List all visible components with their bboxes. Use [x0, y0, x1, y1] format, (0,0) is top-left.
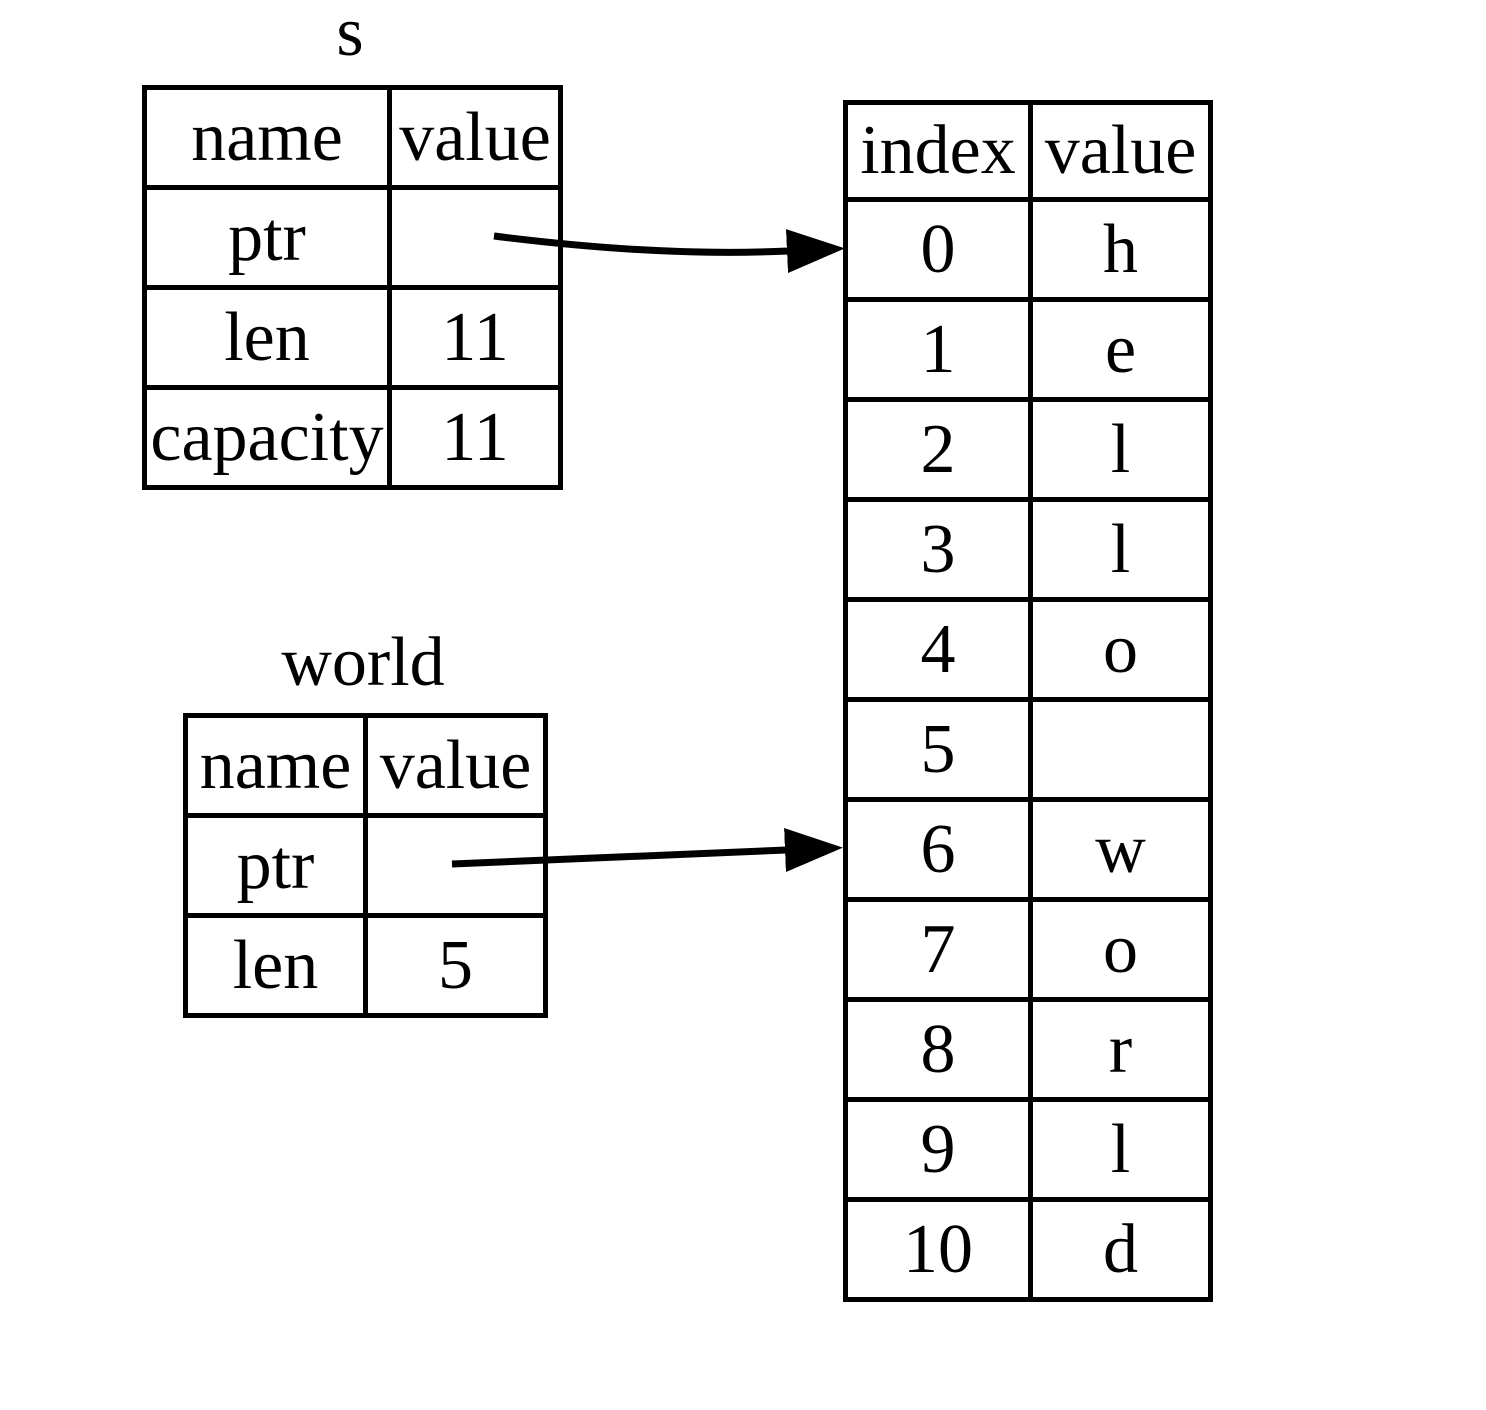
world-table-title: world	[281, 624, 445, 701]
s-header-name: name	[142, 85, 392, 190]
memory-value: e	[1028, 297, 1213, 402]
table-row: 7 o	[843, 897, 1213, 1002]
table-row: ptr	[183, 813, 548, 918]
s-header-value: value	[387, 85, 563, 190]
table-row: 8 r	[843, 997, 1213, 1102]
memory-value: o	[1028, 897, 1213, 1002]
table-row: ptr	[142, 185, 563, 290]
s-table-title: s	[336, 0, 364, 71]
table-row: capacity 11	[142, 385, 563, 490]
memory-value: w	[1028, 797, 1213, 902]
memory-value: o	[1028, 597, 1213, 702]
table-row: 6 w	[843, 797, 1213, 902]
memory-value	[1028, 697, 1213, 802]
world-ptr-value	[363, 813, 548, 918]
world-header-name: name	[183, 713, 368, 818]
table-row: 0 h	[843, 197, 1213, 302]
memory-table: index value 0 h 1 e 2 l 3 l 4 o 5 6 w	[843, 100, 1213, 1302]
table-row: 10 d	[843, 1197, 1213, 1302]
memory-index: 10	[843, 1197, 1033, 1302]
memory-index: 9	[843, 1097, 1033, 1202]
table-row: 9 l	[843, 1097, 1213, 1202]
memory-header-value: value	[1028, 100, 1213, 202]
s-table: name value ptr len 11 capacity 11	[142, 85, 563, 490]
s-ptr-name: ptr	[142, 185, 392, 290]
memory-index: 8	[843, 997, 1033, 1102]
world-len-name: len	[183, 913, 368, 1018]
world-table: name value ptr len 5	[183, 713, 548, 1018]
world-ptr-name: ptr	[183, 813, 368, 918]
memory-index: 4	[843, 597, 1033, 702]
memory-index: 2	[843, 397, 1033, 502]
world-table-header-row: name value	[183, 713, 548, 818]
memory-value: h	[1028, 197, 1213, 302]
table-row: len 11	[142, 285, 563, 390]
s-capacity-name: capacity	[142, 385, 392, 490]
table-row: len 5	[183, 913, 548, 1018]
memory-index: 0	[843, 197, 1033, 302]
memory-value: l	[1028, 497, 1213, 602]
s-len-value: 11	[387, 285, 563, 390]
s-len-name: len	[142, 285, 392, 390]
table-row: 5	[843, 697, 1213, 802]
memory-value: d	[1028, 1197, 1213, 1302]
memory-table-header-row: index value	[843, 100, 1213, 202]
memory-value: l	[1028, 1097, 1213, 1202]
world-len-value: 5	[363, 913, 548, 1018]
memory-value: r	[1028, 997, 1213, 1102]
world-header-value: value	[363, 713, 548, 818]
memory-index: 6	[843, 797, 1033, 902]
memory-index: 1	[843, 297, 1033, 402]
s-ptr-value	[387, 185, 563, 290]
table-row: 1 e	[843, 297, 1213, 402]
table-row: 2 l	[843, 397, 1213, 502]
table-row: 3 l	[843, 497, 1213, 602]
s-capacity-value: 11	[387, 385, 563, 490]
memory-index: 3	[843, 497, 1033, 602]
memory-index: 7	[843, 897, 1033, 1002]
table-row: 4 o	[843, 597, 1213, 702]
s-table-header-row: name value	[142, 85, 563, 190]
memory-value: l	[1028, 397, 1213, 502]
memory-index: 5	[843, 697, 1033, 802]
memory-header-index: index	[843, 100, 1033, 202]
